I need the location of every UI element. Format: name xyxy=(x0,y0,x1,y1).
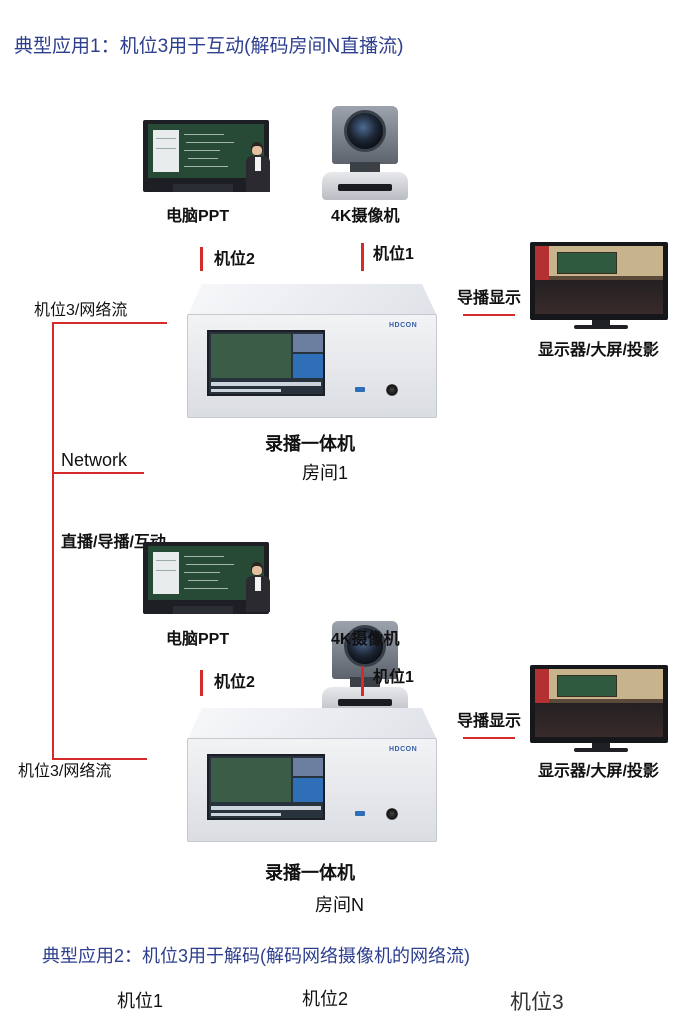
recorder-device-image: HDCON xyxy=(187,284,437,420)
pos2-connector xyxy=(200,247,203,271)
bottom-pos1-label: 机位1 xyxy=(117,991,164,1011)
ptz-camera-image-n xyxy=(322,621,408,715)
bottom-pos2-label: 机位2 xyxy=(302,989,349,1009)
room-1-label: 房间1 xyxy=(302,463,349,483)
network-top-label: 机位3/网络流 xyxy=(34,302,128,319)
room-1-diagram: 电脑PPT 4K摄像机 机位2 机位1 HDCON 录播一体机 房间1 导播显示 xyxy=(0,0,700,482)
network-trunk-line xyxy=(52,322,54,760)
display-label-n: 显示器/大屏/投影 xyxy=(538,763,659,780)
network-label: Network xyxy=(61,450,128,470)
smartboard-image-n xyxy=(143,542,269,614)
network-middle-branch xyxy=(52,472,144,474)
network-bottom-branch xyxy=(52,758,147,760)
guide-display-connector-n xyxy=(463,737,515,739)
guide-display-label-n: 导播显示 xyxy=(457,713,522,730)
recorder-label-n: 录播一体机 xyxy=(265,863,355,883)
pos2-label-n: 机位2 xyxy=(214,674,255,691)
network-bottom-label: 机位3/网络流 xyxy=(18,763,112,780)
ptz-camera-image xyxy=(322,106,408,200)
bottom-pos3-label: 机位3 xyxy=(510,991,564,1014)
pos1-connector xyxy=(361,243,364,271)
room-n-diagram: 电脑PPT 4K摄像机 机位2 机位1 HDCON 录播一体机 房间N 导播显示 xyxy=(0,94,700,914)
pc-ppt-label-n: 电脑PPT xyxy=(166,631,230,648)
camera-label: 4K摄像机 xyxy=(331,208,400,225)
pos1-label: 机位1 xyxy=(373,246,414,263)
pos1-connector-n xyxy=(361,666,364,696)
heading-application-2: 典型应用2：机位3用于解码(解码网络摄像机的网络流) xyxy=(42,946,471,966)
guide-display-connector xyxy=(463,314,515,316)
recorder-brand-logo: HDCON xyxy=(389,322,418,329)
camera-label-n: 4K摄像机 xyxy=(331,631,400,648)
pc-ppt-label: 电脑PPT xyxy=(166,208,230,225)
recorder-device-image-n: HDCON xyxy=(187,708,437,844)
teacher-figure xyxy=(243,142,273,194)
recorder-brand-logo-n: HDCON xyxy=(389,746,418,753)
pos2-connector-n xyxy=(200,670,203,696)
recorder-label: 录播一体机 xyxy=(265,434,355,454)
room-n-label: 房间N xyxy=(315,895,364,915)
heading-application-1: 典型应用1：机位3用于互动(解码房间N直播流) xyxy=(14,36,404,57)
pos1-label-n: 机位1 xyxy=(373,669,414,686)
display-label: 显示器/大屏/投影 xyxy=(538,342,659,359)
network-top-branch xyxy=(52,322,167,324)
guide-display-label: 导播显示 xyxy=(457,290,522,307)
pos2-label: 机位2 xyxy=(214,251,255,268)
live-guide-interactive-label: 直播/导播/互动 xyxy=(61,534,166,551)
teacher-figure-n xyxy=(243,562,273,614)
